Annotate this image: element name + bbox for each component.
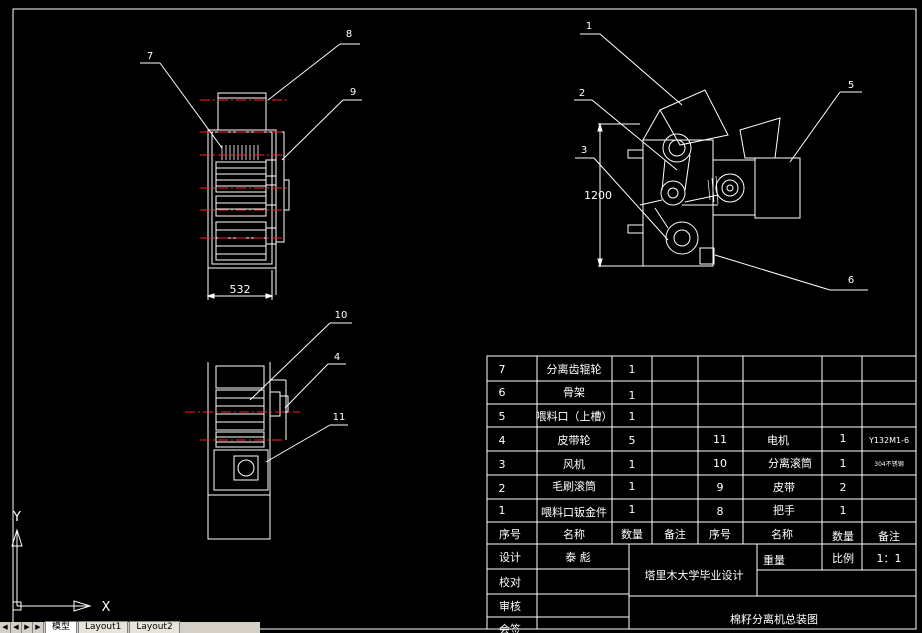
tab-layout2[interactable]: Layout2	[129, 621, 180, 633]
balloon-6: 6	[848, 275, 854, 286]
tab-next-button[interactable]: ▶	[22, 622, 33, 633]
dim-height-label: 1200	[584, 189, 612, 202]
dim-height	[597, 122, 643, 268]
bom-header-note: 备注	[664, 527, 686, 541]
drawing-title: 棉籽分离机总装图	[730, 612, 818, 626]
bom-header: 序号 名称 数量 备注 序号 名称 数量 备注	[499, 527, 900, 543]
bom-row-name: 皮带	[773, 481, 795, 494]
bom-row-qty: 1	[840, 432, 847, 445]
design-label: 设计	[499, 551, 521, 564]
bom-row-name: 把手	[773, 503, 795, 517]
bom-row-qty: 5	[629, 434, 636, 447]
title-block-text: 设计 泰 彪 校对 审核 会签 塔里木大学毕业设计 重量 比例 1：1 棉籽分离…	[499, 550, 902, 633]
bom-row-name: 电机	[767, 433, 789, 447]
bom-row-qty: 1	[629, 503, 636, 516]
bom-row-qty: 1	[629, 363, 636, 376]
bom-row-no: 10	[713, 457, 727, 470]
bom-row-qty: 1	[629, 410, 636, 423]
balloon-5: 5	[848, 80, 854, 91]
bom-row-no: 4	[499, 434, 506, 447]
bom-row-name: 皮带轮	[558, 433, 591, 447]
ucs-x-label: X	[102, 600, 111, 615]
bom-row-qty: 1	[629, 458, 636, 471]
bom-header-qty2: 数量	[832, 530, 854, 543]
leaders-rear	[249, 322, 352, 463]
weight-label: 重量	[763, 553, 785, 567]
side-view	[627, 89, 801, 267]
scale-value: 1：1	[877, 552, 902, 565]
bom-row-qty: 1	[840, 504, 847, 517]
bom-header-qty: 数量	[621, 528, 643, 541]
bom-row-no: 9	[717, 481, 724, 494]
bom-row-qty: 1	[629, 389, 636, 402]
dim-width	[206, 270, 274, 300]
bom-header-no: 序号	[499, 527, 521, 541]
tab-prev-button[interactable]: ◀	[11, 622, 22, 633]
bom-row-qty: 1	[840, 457, 847, 470]
balloon-11: 11	[333, 412, 346, 423]
bom-table	[486, 355, 917, 545]
balloon-8: 8	[346, 29, 352, 40]
check-label: 校对	[499, 575, 521, 589]
title-block	[486, 544, 916, 629]
bom-row-no: 3	[499, 458, 506, 471]
tab-model[interactable]: 模型	[45, 621, 78, 633]
bom-left-rows: 7 分离齿辊轮 1 6 骨架 1 5 喂料口（上槽） 1 4 皮带轮 5 3 风…	[499, 362, 636, 519]
balloon-7: 7	[147, 51, 153, 62]
front-centerlines	[200, 99, 290, 239]
ucs-y-label: Y	[12, 510, 21, 525]
layout-tabs: ◀ ◀ ▶ ▶ 模型 Layout1 Layout2	[0, 621, 260, 633]
bom-right-rows: 11 电机 1 Y132M1-6 10 分离滚筒 1 304不锈钢 9 皮带 2…	[713, 432, 909, 518]
tab-layout1[interactable]: Layout1	[78, 621, 129, 633]
bom-row-qty: 2	[840, 481, 847, 494]
bom-row-name: 喂料口（上槽）	[536, 409, 613, 423]
drawing-border	[12, 8, 917, 630]
balloon-3: 3	[581, 145, 587, 156]
school-name: 塔里木大学毕业设计	[645, 568, 744, 582]
bom-row-name: 喂料口钣金件	[541, 505, 607, 519]
bom-header-name: 名称	[563, 527, 585, 541]
bom-row-no: 11	[713, 433, 727, 446]
tab-first-button[interactable]: ◀	[0, 622, 11, 633]
designer-name: 泰 彪	[565, 550, 591, 564]
bom-row-note: Y132M1-6	[868, 436, 909, 445]
leaders-side	[574, 33, 868, 291]
balloon-2: 2	[579, 88, 585, 99]
ucs-icon	[11, 528, 92, 612]
front-view	[207, 92, 290, 295]
rear-centerlines	[185, 411, 300, 441]
bom-row-name: 分离齿辊轮	[547, 362, 602, 376]
bom-row-name: 风机	[563, 457, 585, 471]
leaders-front	[140, 43, 362, 161]
balloon-10: 10	[335, 310, 348, 321]
balloon-4: 4	[334, 352, 340, 363]
bom-header-name2: 名称	[771, 527, 793, 541]
balloon-1: 1	[586, 21, 592, 32]
balloon-9: 9	[350, 87, 356, 98]
bom-header-no2: 序号	[709, 527, 731, 541]
bom-row-no: 7	[499, 363, 506, 376]
bom-row-note: 304不锈钢	[874, 460, 903, 468]
bom-row-no: 5	[499, 410, 506, 423]
dim-width-label: 532	[230, 283, 251, 296]
review-label: 审核	[499, 599, 521, 613]
bottom-label: 会签	[499, 622, 521, 633]
bom-row-no: 1	[499, 504, 506, 517]
bom-row-qty: 1	[629, 480, 636, 493]
bom-row-name: 骨架	[563, 386, 585, 399]
bom-row-name: 毛刷滚筒	[552, 479, 596, 493]
bom-row-name: 分离滚筒	[768, 456, 812, 470]
tab-last-button[interactable]: ▶	[33, 622, 44, 633]
bom-row-no: 6	[499, 386, 506, 399]
bom-header-note2: 备注	[878, 529, 900, 543]
bom-row-no: 2	[499, 482, 506, 495]
bom-row-no: 8	[717, 505, 724, 518]
scale-label: 比例	[832, 551, 854, 565]
